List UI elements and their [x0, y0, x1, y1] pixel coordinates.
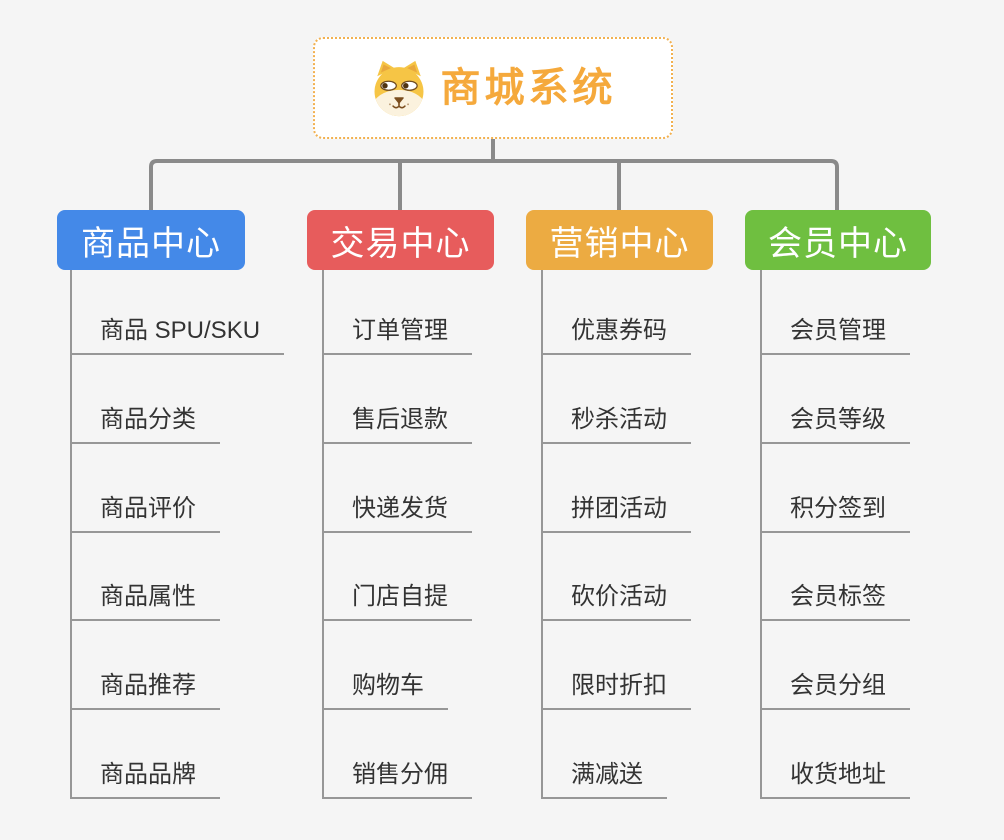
- leaf-node-store-pickup[interactable]: 门店自提: [322, 582, 472, 621]
- branch-node-member-center[interactable]: 会员中心: [745, 210, 931, 270]
- connector-path: [149, 138, 839, 210]
- leaf-node-shopping-cart[interactable]: 购物车: [322, 671, 448, 710]
- leaf-node-member-tag[interactable]: 会员标签: [760, 582, 910, 621]
- leaf-node-aftersale-refund[interactable]: 售后退款: [322, 405, 472, 444]
- leaf-node-order-management[interactable]: 订单管理: [322, 316, 472, 355]
- leaf-node-product-brand[interactable]: 商品品牌: [70, 760, 220, 799]
- leaf-node-express-delivery[interactable]: 快递发货: [322, 494, 472, 533]
- leaf-node-limited-time-discount[interactable]: 限时折扣: [541, 671, 691, 710]
- leaf-node-spend-save[interactable]: 满减送: [541, 760, 667, 799]
- column-stem-line: [541, 270, 543, 799]
- leaf-node-product-attribute[interactable]: 商品属性: [70, 582, 220, 621]
- leaf-node-product-recommend[interactable]: 商品推荐: [70, 671, 220, 710]
- leaf-node-sales-commission[interactable]: 销售分佣: [322, 760, 472, 799]
- leaf-node-shipping-address[interactable]: 收货地址: [760, 760, 910, 799]
- branch-node-product-center[interactable]: 商品中心: [57, 210, 245, 270]
- column-stem-line: [70, 270, 72, 799]
- leaf-node-product-spu-sku[interactable]: 商品 SPU/SKU: [70, 316, 285, 355]
- leaf-node-member-management[interactable]: 会员管理: [760, 316, 910, 355]
- leaf-node-member-group[interactable]: 会员分组: [760, 671, 910, 710]
- leaf-node-group-buy[interactable]: 拼团活动: [541, 494, 691, 533]
- column-stem-line: [322, 270, 324, 799]
- dog-face-icon: [374, 60, 423, 117]
- leaf-node-member-level[interactable]: 会员等级: [760, 405, 910, 444]
- branch-node-marketing-center[interactable]: 营销中心: [526, 210, 713, 270]
- leaf-node-points-checkin[interactable]: 积分签到: [760, 494, 910, 533]
- column-stem-line: [760, 270, 762, 799]
- leaf-node-bargain-activity[interactable]: 砍价活动: [541, 582, 691, 621]
- root-title: 商城系统: [440, 66, 617, 110]
- leaf-node-flash-sale[interactable]: 秒杀活动: [541, 405, 691, 444]
- leaf-node-coupon-code[interactable]: 优惠券码: [541, 316, 691, 355]
- root-node-mall-system[interactable]: 商城系统: [313, 37, 673, 139]
- leaf-node-product-category[interactable]: 商品分类: [70, 405, 220, 444]
- branch-node-trade-center[interactable]: 交易中心: [307, 210, 494, 270]
- leaf-node-product-review[interactable]: 商品评价: [70, 494, 220, 533]
